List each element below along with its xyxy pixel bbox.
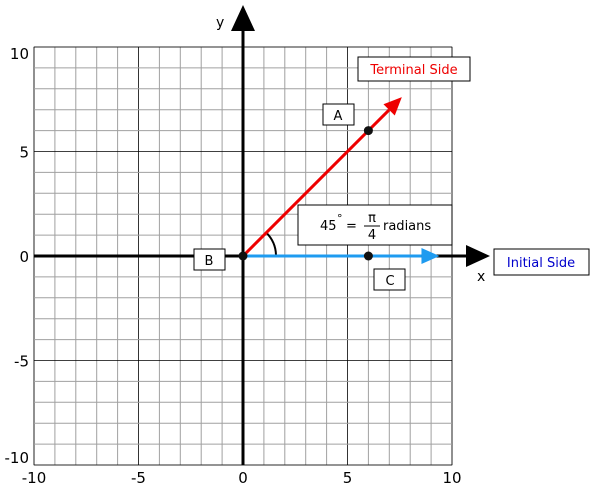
x-axis-arrowhead <box>466 245 490 267</box>
fraction-denominator: 4 <box>368 228 376 243</box>
point-b <box>238 251 248 261</box>
initial-side-text: Initial Side <box>507 256 575 271</box>
y-tick-label: 0 <box>19 248 29 266</box>
point-label-a: A <box>322 103 355 126</box>
y-axis-arrowhead <box>231 5 255 31</box>
y-tick-label: -5 <box>14 353 29 371</box>
angle-measure-box: 45 ° = π 4 radians <box>297 204 453 246</box>
y-axis-name: y <box>216 15 224 31</box>
equals-sign: = <box>346 219 357 234</box>
x-tick-label: 0 <box>238 469 248 487</box>
x-axis-name: x <box>477 269 485 285</box>
point-label-b: B <box>193 248 226 271</box>
initial-side-label: Initial Side <box>493 248 590 276</box>
point-a <box>363 126 373 136</box>
point-c <box>363 251 373 261</box>
terminal-side-ray <box>241 108 391 258</box>
terminal-side-label: Terminal Side <box>357 56 471 82</box>
x-tick-label: -5 <box>131 469 146 487</box>
y-tick-label: 5 <box>19 144 29 162</box>
point-label-a-text: A <box>334 109 343 124</box>
x-tick-label: 10 <box>442 469 461 487</box>
tick-labels: -10 -5 0 5 10 10 5 0 -5 -10 <box>5 45 462 487</box>
point-label-c-text: C <box>385 274 394 289</box>
points <box>238 126 373 261</box>
initial-side-arrowhead <box>421 248 440 264</box>
fraction-numerator: π <box>368 211 376 226</box>
angle-degrees: 45 <box>320 219 337 234</box>
terminal-side-arrowhead <box>383 97 402 116</box>
terminal-side-text: Terminal Side <box>369 63 457 78</box>
degree-symbol: ° <box>337 212 343 225</box>
point-label-b-text: B <box>205 254 214 269</box>
rays <box>241 97 440 264</box>
y-tick-label: -10 <box>5 449 30 467</box>
radians-unit: radians <box>383 219 431 234</box>
x-tick-label: 5 <box>343 469 353 487</box>
x-tick-label: -10 <box>22 469 47 487</box>
point-label-c: C <box>373 268 406 291</box>
y-tick-label: 10 <box>10 45 29 63</box>
